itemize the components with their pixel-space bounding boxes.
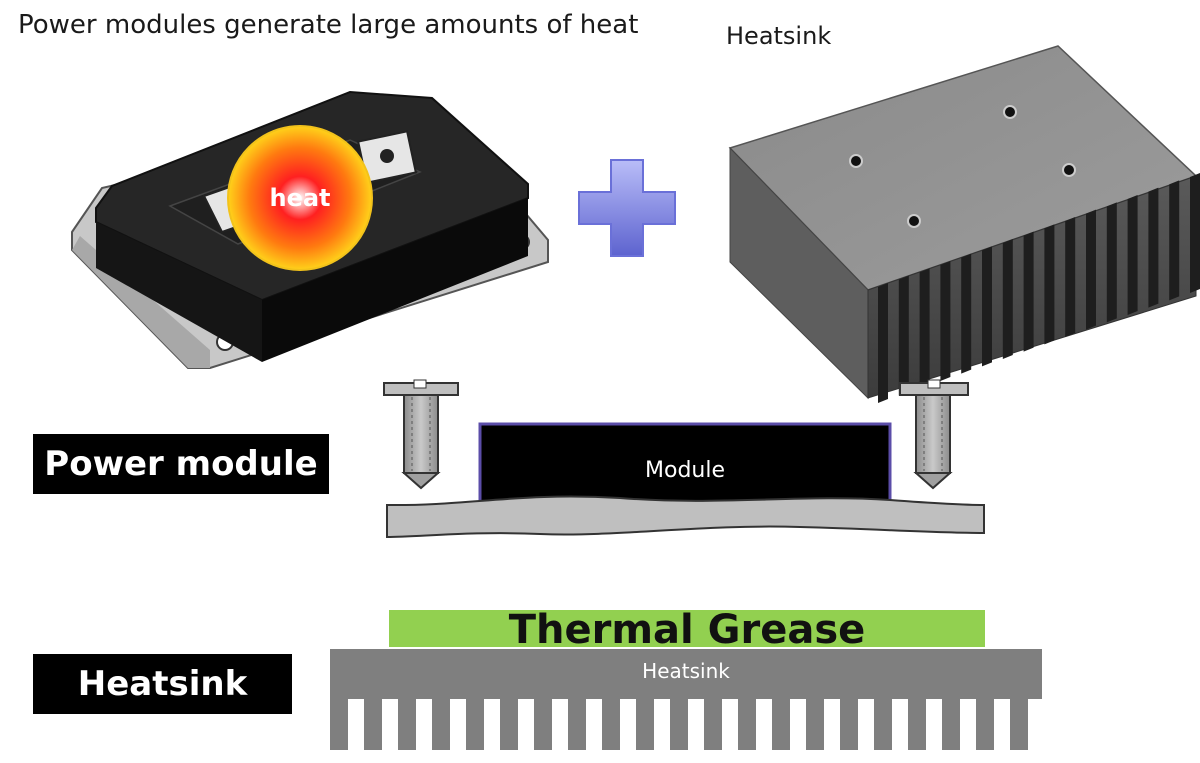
heatsink-base: [330, 649, 1042, 699]
heatsink-fin-gap: [1190, 173, 1200, 293]
heatsink-fin: [398, 697, 416, 750]
heatsink-fin: [942, 697, 960, 750]
heatsink-fin-gap: [878, 283, 888, 403]
heatsink-fin: [636, 697, 654, 750]
screw-hole: [1062, 163, 1076, 177]
page-title: Power modules generate large amounts of …: [18, 10, 639, 40]
heat-glow-icon: [227, 125, 373, 271]
heatsink-fin: [806, 697, 824, 750]
screw-icon: [899, 379, 969, 490]
heatsink-fin-gap: [1065, 217, 1076, 337]
heatsink-fin: [840, 697, 858, 750]
heatsink-fin-gap: [940, 261, 951, 381]
power-module-illustration: heat: [71, 90, 549, 369]
heatsink-fin: [466, 697, 484, 750]
heatsink-fin: [602, 697, 620, 750]
screw-hole: [849, 154, 863, 168]
heatsink-fin-gap: [1044, 224, 1055, 345]
plus-icon: [578, 159, 676, 257]
heatsink-fin: [534, 697, 552, 750]
heatsink-fin: [772, 697, 790, 750]
heatsink-fin: [704, 697, 722, 750]
heatsink-fin: [908, 697, 926, 750]
heatsink-fin-gap: [1086, 209, 1096, 330]
heatsink-caption: Heatsink: [726, 22, 832, 50]
heatsink-text: Heatsink: [642, 659, 730, 683]
heatsink-label: Heatsink: [33, 654, 292, 714]
heatsink-fin-gap: [1148, 187, 1159, 308]
module-body-front: [96, 222, 262, 362]
power-module-label: Power module: [33, 434, 329, 494]
heatsink-fin: [500, 697, 518, 750]
heatsink-fin: [568, 697, 586, 750]
screw-hole: [907, 214, 921, 228]
heatsink-fin-gap: [1127, 195, 1138, 315]
heatsink-cross-section-fins: [330, 697, 1028, 750]
heatsink-fin: [432, 697, 450, 750]
heatsink-fins: [878, 173, 1200, 403]
thermal-grease-text: Thermal Grease: [509, 607, 866, 653]
heatsink-fin: [670, 697, 688, 750]
heatsink-fin-gap: [961, 253, 972, 374]
heatsink-fin-gap: [1106, 202, 1117, 323]
heatsink-fin: [364, 697, 382, 750]
heatsink-fin-gap: [1169, 180, 1180, 301]
heatsink-fin-gap: [898, 275, 909, 396]
module-body-side: [262, 198, 528, 362]
heatsink-fin-gap: [1023, 231, 1034, 352]
heatsink-fin-gap: [919, 268, 930, 389]
heatsink-fin: [1010, 697, 1028, 750]
thermal-grease-layer: [389, 610, 985, 647]
heatsink-illustration: [728, 45, 1200, 403]
module-text: Module: [645, 458, 725, 483]
heatsink-fin-gap: [1002, 239, 1013, 359]
warped-baseplate: [386, 495, 985, 539]
heatsink-fin: [874, 697, 892, 750]
screw-hole: [1003, 105, 1017, 119]
screw-icon: [383, 379, 459, 490]
heatsink-fin: [738, 697, 756, 750]
heatsink-fin: [976, 697, 994, 750]
heat-label: heat: [269, 184, 330, 212]
heatsink-fin: [330, 697, 348, 750]
heatsink-fin-gap: [982, 246, 992, 367]
